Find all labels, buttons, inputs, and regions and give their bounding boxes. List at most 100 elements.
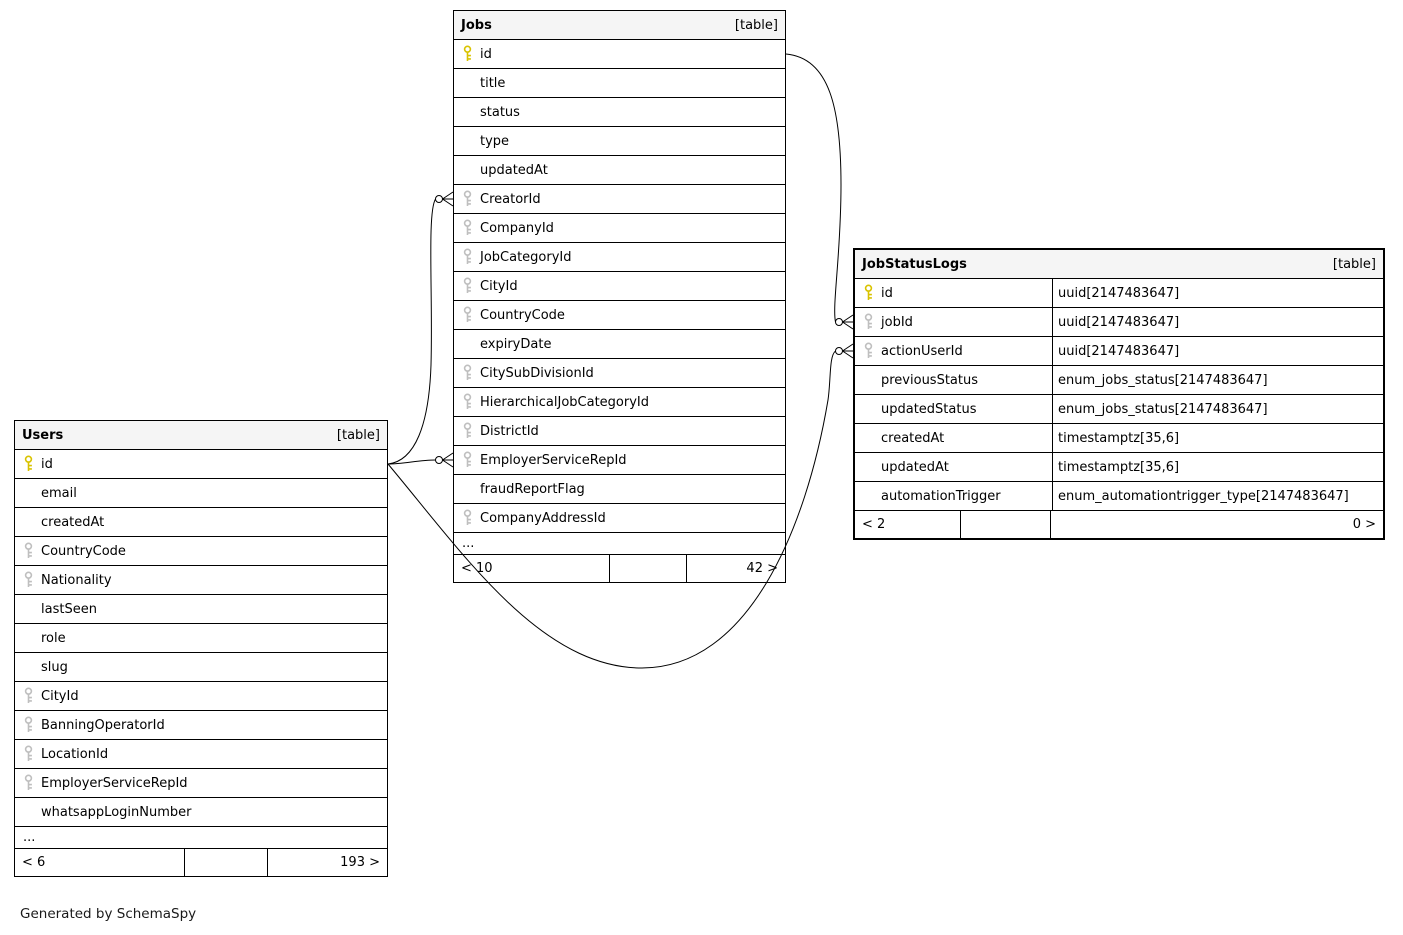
column-name: createdAt — [881, 430, 945, 446]
column-type: uuid[2147483647] — [1052, 308, 1383, 336]
column-name: role — [41, 630, 66, 646]
table-footer: < 2 0 > — [855, 511, 1383, 538]
column-name-cell: id — [855, 279, 1052, 307]
column-name-cell: JobCategoryId — [454, 243, 785, 271]
column-name: id — [41, 456, 53, 472]
column-name-cell: CityId — [454, 272, 785, 300]
column-name: status — [480, 104, 520, 120]
footer-middle-cell — [961, 511, 1051, 538]
column-name-cell: updatedAt — [454, 156, 785, 184]
column-name-cell: CompanyAddressId — [454, 504, 785, 532]
foreign-key-icon — [15, 687, 41, 705]
relationship-Users-id-to-Jobs-EmployerServiceRepId — [387, 452, 454, 468]
column-row-updatedAt: updatedAt timestamptz[35,6] — [855, 453, 1383, 482]
column-name-cell: CitySubDivisionId — [454, 359, 785, 387]
column-name: CountryCode — [41, 543, 126, 559]
column-row-updatedStatus: updatedStatus enum_jobs_status[2147483647… — [855, 395, 1383, 424]
column-name: jobId — [881, 314, 913, 330]
column-type: enum_jobs_status[2147483647] — [1052, 366, 1383, 394]
primary-key-icon — [15, 455, 41, 473]
foreign-key-icon — [454, 422, 480, 440]
column-row-CreatorId: CreatorId — [454, 185, 785, 214]
foreign-key-icon — [855, 313, 881, 331]
column-name-cell: jobId — [855, 308, 1052, 336]
column-name: Nationality — [41, 572, 112, 588]
column-row-CountryCode: CountryCode — [15, 537, 387, 566]
column-row-slug: slug — [15, 653, 387, 682]
column-name: lastSeen — [41, 601, 97, 617]
column-name: email — [41, 485, 77, 501]
table-name: JobStatusLogs — [862, 256, 967, 272]
foreign-key-icon — [454, 219, 480, 237]
column-name-cell: expiryDate — [454, 330, 785, 358]
column-name: CompanyAddressId — [480, 510, 606, 526]
column-name: previousStatus — [881, 372, 979, 388]
foreign-key-icon — [454, 306, 480, 324]
primary-key-icon — [855, 284, 881, 302]
footer-middle-cell — [185, 849, 268, 876]
foreign-key-icon — [15, 745, 41, 763]
column-row-whatsappLoginNumber: whatsappLoginNumber — [15, 798, 387, 827]
foreign-key-icon — [15, 774, 41, 792]
column-type: uuid[2147483647] — [1052, 279, 1383, 307]
column-type: enum_jobs_status[2147483647] — [1052, 395, 1383, 423]
column-name: CityId — [41, 688, 79, 704]
footer-right-count: 193 > — [340, 855, 380, 870]
foreign-key-icon — [15, 542, 41, 560]
column-name-cell: CountryCode — [15, 537, 387, 565]
relationship-Users-id-to-Jobs-CreatorId — [387, 191, 454, 465]
column-row-CityId: CityId — [15, 682, 387, 711]
foreign-key-icon — [454, 190, 480, 208]
column-name: updatedStatus — [881, 401, 977, 417]
column-name: CountryCode — [480, 307, 565, 323]
primary-key-icon — [454, 45, 480, 63]
column-row-lastSeen: lastSeen — [15, 595, 387, 624]
table-header: JobStatusLogs [table] — [855, 250, 1383, 279]
column-name: expiryDate — [480, 336, 552, 352]
column-name: updatedAt — [480, 162, 548, 178]
column-name: whatsappLoginNumber — [41, 804, 192, 820]
column-name: CitySubDivisionId — [480, 365, 594, 381]
foreign-key-icon — [454, 248, 480, 266]
foreign-key-icon — [454, 451, 480, 469]
foreign-key-icon — [454, 277, 480, 295]
column-row-email: email — [15, 479, 387, 508]
column-row-expiryDate: expiryDate — [454, 330, 785, 359]
column-name: LocationId — [41, 746, 109, 762]
column-name: updatedAt — [881, 459, 949, 475]
column-name-cell: EmployerServiceRepId — [15, 769, 387, 797]
table-type-tag: [table] — [734, 17, 778, 33]
column-row-HierarchicalJobCategoryId: HierarchicalJobCategoryId — [454, 388, 785, 417]
column-row-Nationality: Nationality — [15, 566, 387, 595]
column-name: type — [480, 133, 510, 149]
foreign-key-icon — [454, 509, 480, 527]
column-name: slug — [41, 659, 68, 675]
column-name-cell: previousStatus — [855, 366, 1052, 394]
table-type-tag: [table] — [1332, 256, 1376, 272]
column-row-LocationId: LocationId — [15, 740, 387, 769]
column-name-cell: CreatorId — [454, 185, 785, 213]
column-name: createdAt — [41, 514, 105, 530]
table-header: Jobs [table] — [454, 11, 785, 40]
column-name: HierarchicalJobCategoryId — [480, 394, 649, 410]
column-row-id: id — [454, 40, 785, 69]
column-row-CountryCode: CountryCode — [454, 301, 785, 330]
footer-left-count: < 10 — [454, 555, 610, 582]
column-row-updatedAt: updatedAt — [454, 156, 785, 185]
column-name-cell: CityId — [15, 682, 387, 710]
column-name: title — [480, 75, 506, 91]
table-header: Users [table] — [15, 421, 387, 450]
column-name-cell: EmployerServiceRepId — [454, 446, 785, 474]
column-row-JobCategoryId: JobCategoryId — [454, 243, 785, 272]
column-name-cell: lastSeen — [15, 595, 387, 623]
table-footer: < 6 193 > — [15, 849, 387, 876]
column-name: automationTrigger — [881, 488, 1001, 504]
column-type: timestamptz[35,6] — [1052, 453, 1383, 481]
